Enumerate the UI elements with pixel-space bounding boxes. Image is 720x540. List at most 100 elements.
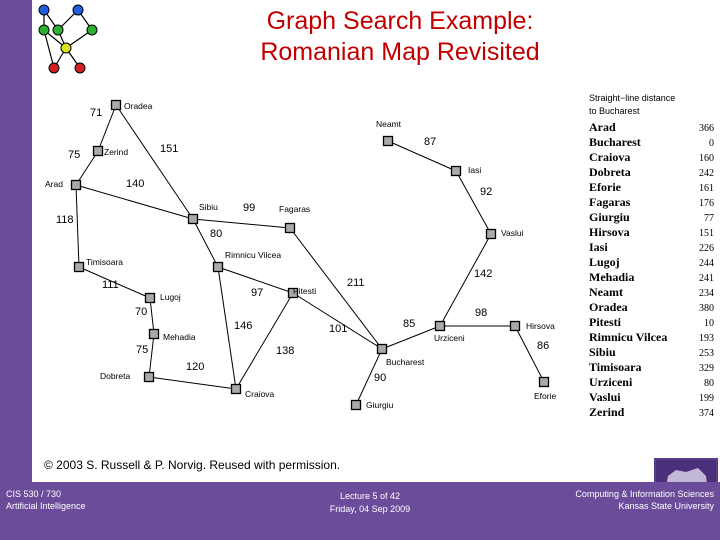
sld-city: Vaslui (589, 390, 621, 404)
sld-value: 160 (699, 153, 714, 164)
city-label-zerind: Zerind (104, 147, 128, 157)
sld-city: Bucharest (589, 135, 641, 149)
city-label-oradea: Oradea (124, 101, 153, 111)
sld-heading-line1: Straight−line distance (589, 93, 675, 103)
road-oradea-sibiu (115, 104, 194, 220)
romania-map: 7115175140118111707512099809714613810121… (45, 93, 714, 419)
sld-value: 151 (699, 228, 714, 239)
sld-value: 10 (704, 318, 714, 329)
city-label-lugoj: Lugoj (160, 292, 181, 302)
city-label-urziceni: Urziceni (434, 333, 465, 343)
road-pitesti-bucharest (292, 292, 383, 350)
city-label-hirsova: Hirsova (526, 321, 555, 331)
road-rimnicu-craiova (217, 266, 237, 390)
footer-bar: CIS 530 / 730 Artificial Intelligence Le… (0, 482, 720, 540)
distance-label: 86 (537, 340, 549, 352)
sld-city: Arad (589, 120, 616, 134)
city-node-mehadia (148, 328, 160, 340)
title-line-1: Graph Search Example: (266, 7, 534, 35)
sld-city: Pitesti (589, 315, 622, 329)
lecture-number: Lecture 5 of 42 (339, 491, 401, 501)
city-node-neamt (382, 135, 394, 147)
city-node-pitesti (287, 287, 299, 299)
sld-heading-line2: to Bucharest (589, 106, 640, 116)
sld-value: 234 (699, 288, 714, 299)
road-bucharest-giurgiu (355, 348, 383, 406)
sld-value: 380 (699, 303, 714, 314)
distance-label: 111 (102, 279, 119, 291)
city-node-eforie (538, 376, 550, 388)
city-node-hirsova (509, 320, 521, 332)
road-bucharest-urziceni (381, 325, 441, 350)
city-node-bucharest (376, 343, 388, 355)
city-node-vaslui (485, 228, 497, 240)
city-label-pitesti: Pitesti (293, 286, 316, 296)
city-label-arad: Arad (45, 179, 63, 189)
sld-value: 366 (699, 123, 714, 134)
road-urziceni-vaslui (439, 233, 492, 327)
road-fagaras-bucharest (289, 227, 383, 350)
distance-label: 142 (474, 268, 492, 280)
distance-label: 101 (329, 323, 347, 335)
sld-city: Timisoara (589, 360, 641, 374)
distance-label: 71 (90, 107, 102, 119)
city-node-sibiu (187, 213, 199, 225)
city-node-zerind (92, 145, 104, 157)
sld-value: 242 (699, 168, 714, 179)
road-arad-sibiu (75, 184, 194, 220)
road-zerind-arad (75, 150, 99, 186)
city-label-sibiu: Sibiu (199, 202, 218, 212)
university-name: Kansas State University (618, 501, 714, 511)
sld-value: 193 (699, 333, 714, 344)
city-label-mehadia: Mehadia (163, 332, 196, 342)
distance-label: 151 (160, 143, 178, 155)
sld-city: Hirsova (589, 225, 630, 239)
distance-label: 98 (475, 307, 487, 319)
city-label-craiova: Craiova (245, 389, 275, 399)
footer-middle: Lecture 5 of 42 Friday, 04 Sep 2009 (290, 490, 450, 516)
slide-title: Graph Search Example: Romanian Map Revis… (150, 6, 650, 68)
sld-value: 161 (699, 183, 714, 194)
footer-left: CIS 530 / 730 Artificial Intelligence (6, 488, 86, 512)
distance-label: 146 (234, 320, 252, 332)
road-craiova-pitesti (235, 292, 294, 390)
footer-right: Computing & Information Sciences Kansas … (575, 488, 714, 512)
sld-city: Eforie (589, 180, 622, 194)
road-lugoj-mehadia (149, 297, 155, 335)
sld-city: Dobreta (589, 165, 631, 179)
sld-city: Neamt (589, 285, 623, 299)
sld-city: Fagaras (589, 195, 631, 209)
road-arad-timisoara (75, 184, 80, 268)
city-label-iasi: Iasi (468, 165, 481, 175)
distance-label: 85 (403, 318, 415, 330)
city-node-timisoara (73, 261, 85, 273)
city-node-urziceni (434, 320, 446, 332)
distance-label: 211 (347, 277, 365, 289)
sld-value: 253 (699, 348, 714, 359)
sld-city: Urziceni (589, 375, 633, 389)
sld-value: 226 (699, 243, 714, 254)
city-label-bucharest: Bucharest (386, 357, 425, 367)
sld-value: 374 (699, 408, 714, 419)
sld-city: Craiova (589, 150, 630, 164)
city-node-iasi (450, 165, 462, 177)
course-code: CIS 530 / 730 (6, 489, 62, 499)
sld-value: 80 (704, 378, 714, 389)
sld-city: Mehadia (589, 270, 634, 284)
distance-label: 80 (210, 228, 222, 240)
sld-city: Iasi (589, 240, 608, 254)
city-label-giurgiu: Giurgiu (366, 400, 394, 410)
road-timisoara-lugoj (78, 266, 151, 299)
city-label-vaslui: Vaslui (501, 228, 524, 238)
city-label-fagaras: Fagaras (279, 204, 310, 214)
distance-label: 87 (424, 136, 436, 148)
road-sibiu-rimnicu (192, 218, 219, 268)
city-node-craiova (230, 383, 242, 395)
sld-city: Lugoj (589, 255, 620, 269)
distance-label: 90 (374, 372, 386, 384)
distance-label: 92 (480, 186, 492, 198)
road-oradea-zerind (97, 104, 117, 152)
distance-label: 70 (135, 306, 147, 318)
city-node-fagaras (284, 222, 296, 234)
sld-value: 241 (699, 273, 714, 284)
